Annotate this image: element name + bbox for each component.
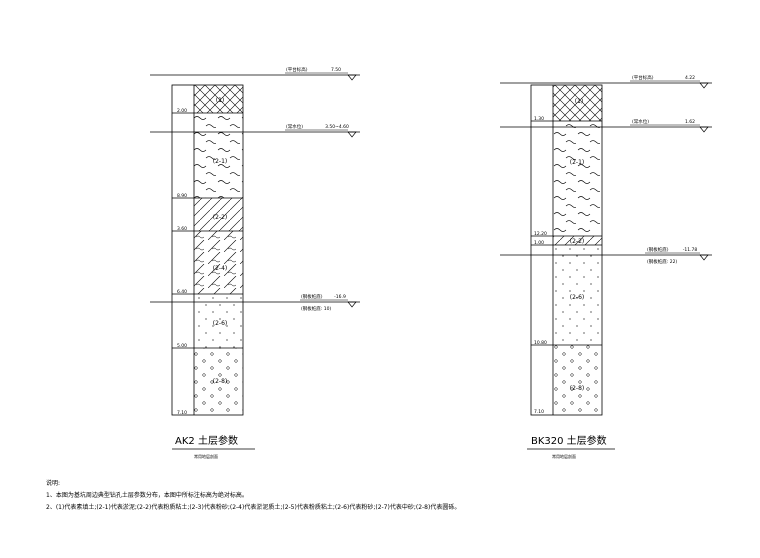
column-title: BK320 土层参数 bbox=[531, 434, 607, 447]
notes-line-1: 1、本图为基坑周边典型钻孔土层参数分布，本图中所标注标高为绝对标高。 bbox=[46, 492, 248, 499]
layer-fill-2-1 bbox=[553, 121, 602, 236]
layer-code: (2-6) bbox=[570, 294, 584, 301]
notes-heading: 说明: bbox=[46, 480, 61, 487]
depth-label: 1.30 bbox=[534, 116, 544, 122]
depth-label: 1.00 bbox=[534, 240, 544, 246]
layer-code: (2-1) bbox=[213, 158, 227, 165]
layer-code: (2-8) bbox=[570, 385, 584, 392]
layer-fill-2-2 bbox=[194, 198, 243, 231]
layer-fill-2-1 bbox=[194, 113, 243, 198]
depth-label: 7.10 bbox=[534, 409, 544, 415]
depth-label: 3.60 bbox=[177, 226, 187, 232]
level-label: (平台标高) bbox=[286, 66, 308, 73]
depth-label: 10.80 bbox=[534, 340, 547, 346]
layer-fill-2-8 bbox=[553, 345, 602, 415]
level-label: (常水位) bbox=[286, 123, 303, 130]
layer-fill-2-2 bbox=[553, 236, 602, 245]
depth-label: 7.10 bbox=[177, 410, 187, 416]
level-label: (平台标高) bbox=[632, 74, 654, 81]
layer-code: (2-4) bbox=[213, 265, 227, 272]
layer-code: (2-2) bbox=[213, 214, 227, 221]
level-value: 4.22 bbox=[685, 75, 695, 81]
notes-line-2: 2、(1)代表素填土;(2-1)代表淤泥;(2-2)代表粉质粘土;(2-3)代表… bbox=[46, 504, 461, 511]
level-value: -11.78 bbox=[683, 247, 698, 253]
layer-fill-2-6 bbox=[194, 294, 243, 348]
level-label: (钢板桩底) bbox=[647, 246, 669, 253]
layer-code: (2-6) bbox=[213, 320, 227, 327]
level-label-extra: (钢板桩底: 10) bbox=[301, 305, 331, 312]
level-marker-icon bbox=[699, 82, 709, 89]
column-subtitle: 常用地层剖面 bbox=[552, 453, 576, 459]
column-title: AK2 土层参数 bbox=[175, 434, 238, 447]
level-value: 1.62 bbox=[685, 119, 695, 125]
level-marker-icon bbox=[347, 301, 357, 308]
layer-fill-2-4 bbox=[194, 231, 243, 294]
level-marker-icon bbox=[699, 254, 709, 261]
level-label-extra: (钢板桩底: 22) bbox=[647, 258, 677, 265]
level-label: (常水位) bbox=[632, 118, 649, 125]
level-value: -16.9 bbox=[334, 294, 346, 300]
column-subtitle: 常用地层剖面 bbox=[194, 453, 218, 459]
column-bk320: (平台标高) 4.22 (常水位) 1.62 (钢板桩底) -11.78 (钢板… bbox=[500, 74, 712, 459]
layer-fill-1 bbox=[553, 85, 602, 121]
level-marker-icon bbox=[699, 126, 709, 133]
layer-code: (2-8) bbox=[213, 378, 227, 385]
layer-code: (2-1) bbox=[570, 159, 584, 166]
depth-label: 8.90 bbox=[177, 193, 187, 199]
level-marker-icon bbox=[347, 74, 357, 81]
level-marker-icon bbox=[347, 131, 357, 138]
layer-fill-2-8 bbox=[194, 348, 243, 415]
level-label: (钢板桩底) bbox=[301, 293, 323, 300]
depth-label: 5.00 bbox=[177, 343, 187, 349]
layer-code: (1) bbox=[216, 97, 225, 104]
depth-label: 12.20 bbox=[534, 231, 547, 237]
notes-block: 说明: 1、本图为基坑周边典型钻孔土层参数分布，本图中所标注标高为绝对标高。 2… bbox=[46, 478, 460, 514]
layer-code: (1) bbox=[575, 98, 584, 105]
layer-code: (2-2) bbox=[570, 238, 584, 245]
column-ak2: (平台标高) 7.50 (常水位) 3.50~4.60 (钢板桩底) -16.9… bbox=[150, 66, 360, 459]
layer-fill-1 bbox=[194, 85, 243, 113]
level-value: 3.50~4.60 bbox=[325, 124, 349, 130]
depth-label: 6.40 bbox=[177, 289, 187, 295]
depth-label: 2.00 bbox=[177, 108, 187, 114]
layer-fill-2-6 bbox=[553, 245, 602, 345]
level-value: 7.50 bbox=[331, 67, 341, 73]
